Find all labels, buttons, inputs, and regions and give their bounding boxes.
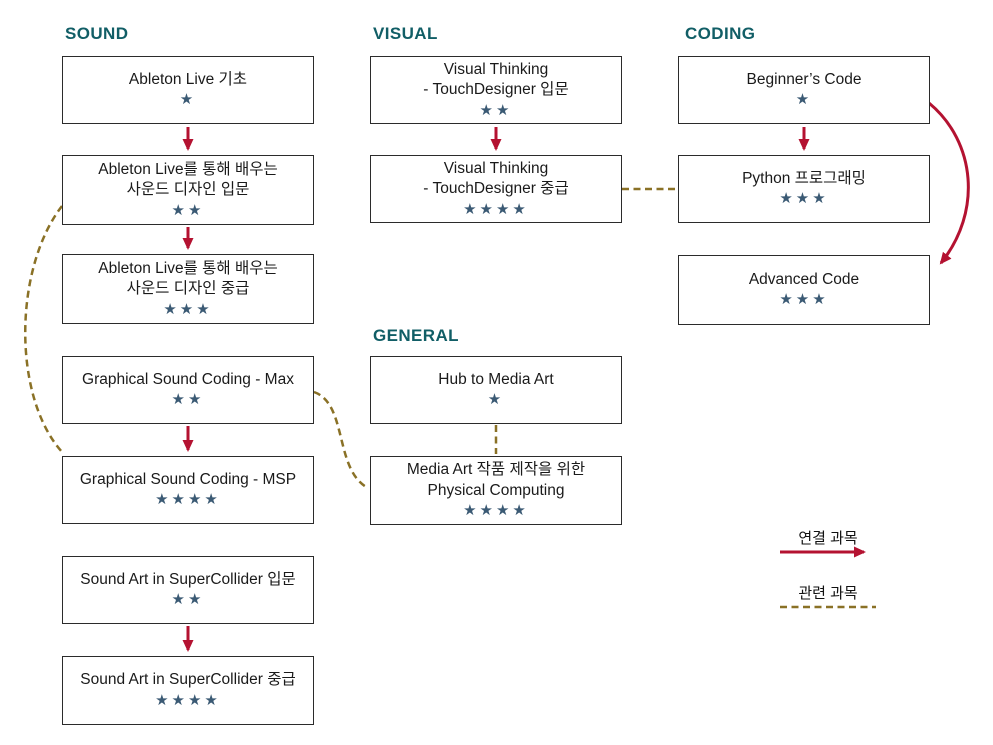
difficulty-stars: ★★★★ bbox=[155, 491, 221, 509]
course-node-touchdesigner-inter: Visual Thinking - TouchDesigner 중급 ★★★★ bbox=[370, 155, 622, 223]
course-title: Visual Thinking bbox=[443, 159, 549, 177]
course-node-ableton-sound-design-intro: Ableton Live를 통해 배우는 사운드 디자인 입문 ★★ bbox=[62, 155, 314, 225]
course-title: - TouchDesigner 입문 bbox=[423, 81, 569, 99]
course-title: Advanced Code bbox=[748, 270, 860, 288]
course-title: Media Art 작품 제작을 위한 bbox=[406, 461, 586, 479]
difficulty-stars: ★★ bbox=[479, 101, 513, 119]
course-node-ableton-sound-design-inter: Ableton Live를 통해 배우는 사운드 디자인 중급 ★★★ bbox=[62, 254, 314, 324]
legend-related-label: 관련 과목 bbox=[798, 585, 858, 602]
course-node-physical-computing: Media Art 작품 제작을 위한 Physical Computing ★… bbox=[370, 456, 622, 525]
difficulty-stars: ★★★ bbox=[779, 291, 829, 309]
course-title: - TouchDesigner 중급 bbox=[423, 180, 569, 198]
difficulty-stars: ★★★★ bbox=[155, 691, 221, 709]
course-node-graphical-sound-coding-max: Graphical Sound Coding - Max ★★ bbox=[62, 356, 314, 424]
difficulty-stars: ★★ bbox=[171, 591, 205, 609]
course-title: Beginner’s Code bbox=[746, 70, 862, 88]
difficulty-stars: ★★ bbox=[171, 201, 205, 219]
difficulty-stars: ★★★ bbox=[779, 190, 829, 208]
edge-max-related-physical-computing bbox=[313, 390, 369, 490]
edge-sd-intro-related-msp bbox=[24, 205, 63, 453]
course-title: Physical Computing bbox=[427, 481, 565, 499]
difficulty-stars: ★ bbox=[487, 391, 505, 409]
course-title: Visual Thinking bbox=[443, 60, 549, 78]
difficulty-stars: ★★ bbox=[171, 391, 205, 409]
difficulty-stars: ★ bbox=[179, 91, 197, 109]
course-title: Ableton Live 기초 bbox=[128, 70, 248, 88]
course-node-python-programming: Python 프로그래밍 ★★★ bbox=[678, 155, 930, 223]
column-header-coding: CODING bbox=[685, 24, 756, 43]
course-node-ableton-basic: Ableton Live 기초 ★ bbox=[62, 56, 314, 124]
course-title: 사운드 디자인 입문 bbox=[126, 181, 250, 199]
course-title: Ableton Live를 통해 배우는 bbox=[98, 259, 278, 277]
course-node-hub-to-media-art: Hub to Media Art ★ bbox=[370, 356, 622, 424]
course-title: Graphical Sound Coding - Max bbox=[82, 370, 294, 388]
course-title: Python 프로그래밍 bbox=[742, 169, 866, 187]
edge-beginners-code-to-advanced-code bbox=[928, 101, 970, 265]
column-header-general: GENERAL bbox=[373, 326, 459, 345]
legend-connected-label: 연결 과목 bbox=[798, 530, 858, 547]
difficulty-stars: ★ bbox=[795, 91, 813, 109]
course-title: Sound Art in SuperCollider 중급 bbox=[80, 671, 296, 689]
course-title: Ableton Live를 통해 배우는 bbox=[98, 160, 278, 178]
column-header-sound: SOUND bbox=[65, 24, 129, 43]
course-title: Hub to Media Art bbox=[438, 370, 554, 388]
course-node-graphical-sound-coding-msp: Graphical Sound Coding - MSP ★★★★ bbox=[62, 456, 314, 524]
course-title: Sound Art in SuperCollider 입문 bbox=[80, 570, 296, 588]
course-title: Graphical Sound Coding - MSP bbox=[79, 470, 297, 488]
difficulty-stars: ★★★★ bbox=[463, 200, 529, 218]
course-node-supercollider-intro: Sound Art in SuperCollider 입문 ★★ bbox=[62, 556, 314, 624]
difficulty-stars: ★★★ bbox=[163, 300, 213, 318]
course-node-touchdesigner-intro: Visual Thinking - TouchDesigner 입문 ★★ bbox=[370, 56, 622, 124]
column-header-visual: VISUAL bbox=[373, 24, 438, 43]
difficulty-stars: ★★★★ bbox=[463, 502, 529, 520]
course-node-supercollider-inter: Sound Art in SuperCollider 중급 ★★★★ bbox=[62, 656, 314, 725]
course-node-advanced-code: Advanced Code ★★★ bbox=[678, 255, 930, 325]
course-title: 사운드 디자인 중급 bbox=[126, 280, 250, 298]
course-node-beginners-code: Beginner’s Code ★ bbox=[678, 56, 930, 124]
